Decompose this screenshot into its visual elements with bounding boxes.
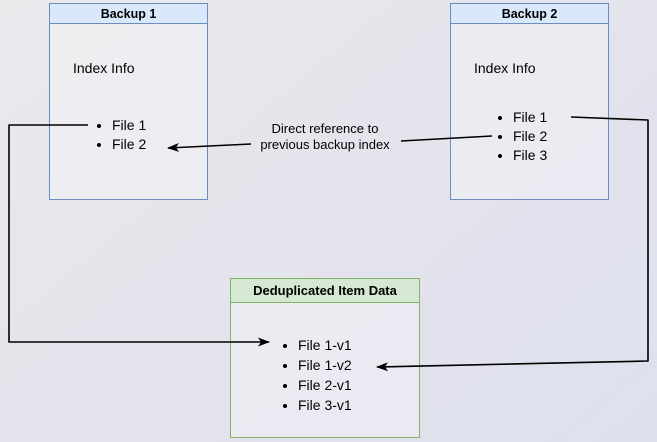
backup1-index-info-label: Index Info (73, 60, 135, 76)
backup2-title: Backup 2 (501, 6, 558, 21)
file-item: File 3 (513, 146, 547, 165)
backup2-index-info-label: Index Info (474, 60, 536, 76)
backup2-file-list: File 1 File 2 File 3 (498, 108, 547, 165)
file-item: File 2 (513, 127, 547, 146)
backup1-header: Backup 1 (50, 4, 207, 24)
backup2-box: Backup 2 Index Info File 1 File 2 File 3 (450, 3, 609, 200)
file-item: File 3-v1 (298, 395, 352, 415)
backup1-title: Backup 1 (100, 6, 157, 21)
edge-label-line2: previous backup index (260, 136, 390, 152)
file-item: File 1 (513, 108, 547, 127)
dedup-header: Deduplicated Item Data (231, 279, 419, 303)
file-item: File 1-v2 (298, 355, 352, 375)
file-item: File 1 (112, 116, 146, 135)
backup2-header: Backup 2 (451, 4, 608, 24)
edge-label-line1: Direct reference to (271, 121, 379, 136)
file-item: File 1-v1 (298, 335, 352, 355)
edge-label-direct-reference: Direct reference to previous backup inde… (235, 121, 415, 152)
file-item: File 2 (112, 135, 146, 154)
backup1-box: Backup 1 Index Info File 1 File 2 (49, 3, 208, 200)
dedup-file-list: File 1-v1 File 1-v2 File 2-v1 File 3-v1 (283, 335, 352, 415)
file-item: File 2-v1 (298, 375, 352, 395)
dedup-title: Deduplicated Item Data (253, 283, 397, 298)
backup1-file-list: File 1 File 2 (97, 116, 146, 154)
deduplicated-item-data-box: Deduplicated Item Data File 1-v1 File 1-… (230, 278, 420, 438)
